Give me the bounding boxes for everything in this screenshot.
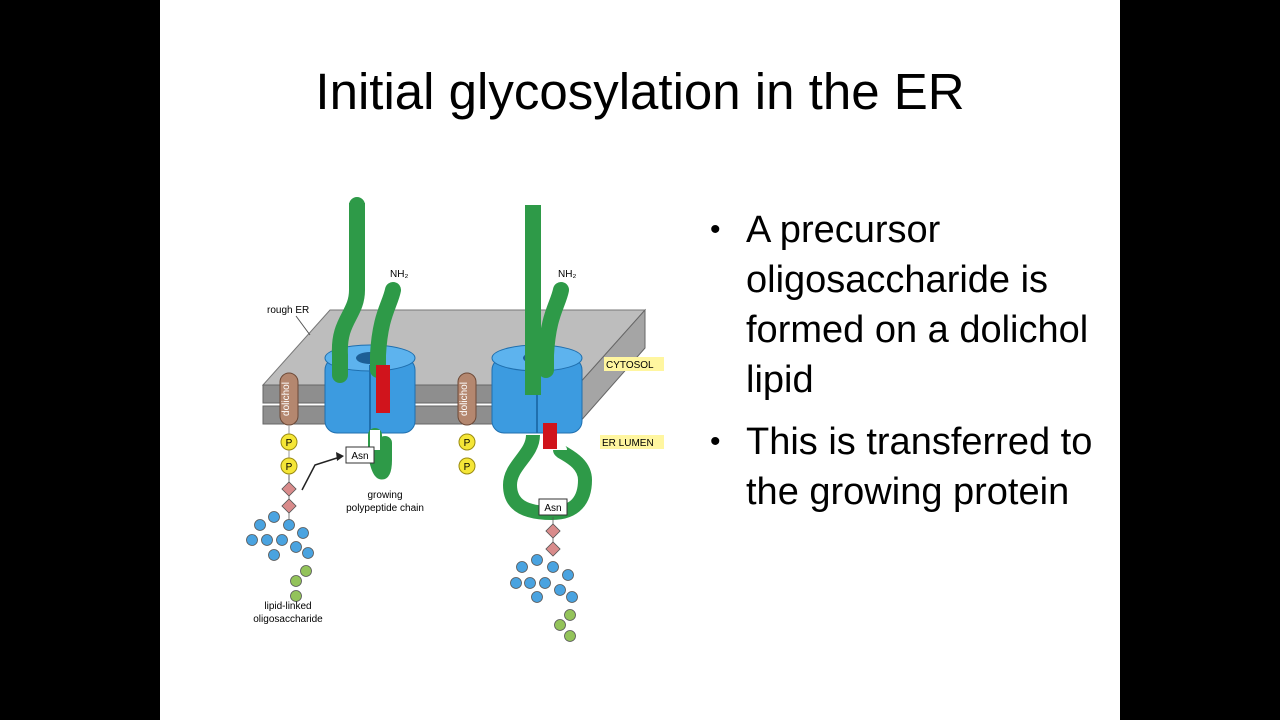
- transfer-arrowhead: [336, 452, 344, 461]
- slide: Initial glycosylation in the ER: [160, 0, 1120, 720]
- asn-label-left: Asn: [351, 451, 368, 462]
- nh2-label-left: NH₂: [390, 269, 408, 280]
- slide-title: Initial glycosylation in the ER: [315, 63, 965, 120]
- asn-box-left: [345, 446, 375, 464]
- lipid-linked-label-2: oligosaccharide: [253, 614, 323, 625]
- dolichol-left: dolichol: [279, 372, 299, 426]
- phosphate-group-right: P P: [458, 433, 476, 475]
- oligosaccharide-right: [510, 517, 578, 642]
- lipid-linked-label-1: lipid-linked: [264, 601, 311, 612]
- bullet-text: A precursor oligosaccharide is formed on…: [746, 209, 1089, 401]
- rough-er-pointer: [295, 315, 311, 336]
- phosphate-label: P: [286, 462, 293, 473]
- nh2-label-right: NH₂: [558, 269, 576, 280]
- er-lumen-highlight: [600, 435, 664, 449]
- glycosylation-diagram: dolichol dolichol P P P P: [246, 197, 664, 642]
- polypeptide-left: [331, 197, 401, 480]
- phosphate-label: P: [464, 462, 471, 473]
- transfer-arrow: [301, 456, 341, 491]
- asn-label-right: Asn: [544, 503, 561, 514]
- growing-chain-label-1: growing: [367, 490, 402, 501]
- dolichol-label-right: dolichol: [459, 382, 470, 416]
- bullet-item: • A precursor oligosaccharide is formed o…: [710, 205, 1110, 405]
- dolichol-right: dolichol: [457, 372, 477, 426]
- asn-box-right: [538, 498, 568, 516]
- cytosol-label: CYTOSOL: [606, 360, 654, 371]
- bullet-text: This is transferred to the growing prote…: [746, 421, 1093, 513]
- bullet-dot: •: [710, 425, 721, 458]
- growing-chain-label-2: polypeptide chain: [346, 503, 424, 514]
- bullet-dot: •: [710, 213, 721, 246]
- phosphate-group-left: P P: [280, 425, 298, 480]
- phosphate-label: P: [464, 438, 471, 449]
- dolichol-label-left: dolichol: [281, 382, 292, 416]
- rough-er-label: rough ER: [267, 305, 309, 316]
- cytosol-highlight: [604, 357, 664, 371]
- bullet-list: • A precursor oligosaccharide is formed o…: [710, 205, 1110, 529]
- phosphate-label: P: [286, 438, 293, 449]
- oligosaccharide-left: [246, 475, 314, 602]
- er-lumen-label: ER LUMEN: [602, 438, 654, 449]
- bullet-item: • This is transferred to the growing prot…: [710, 417, 1110, 517]
